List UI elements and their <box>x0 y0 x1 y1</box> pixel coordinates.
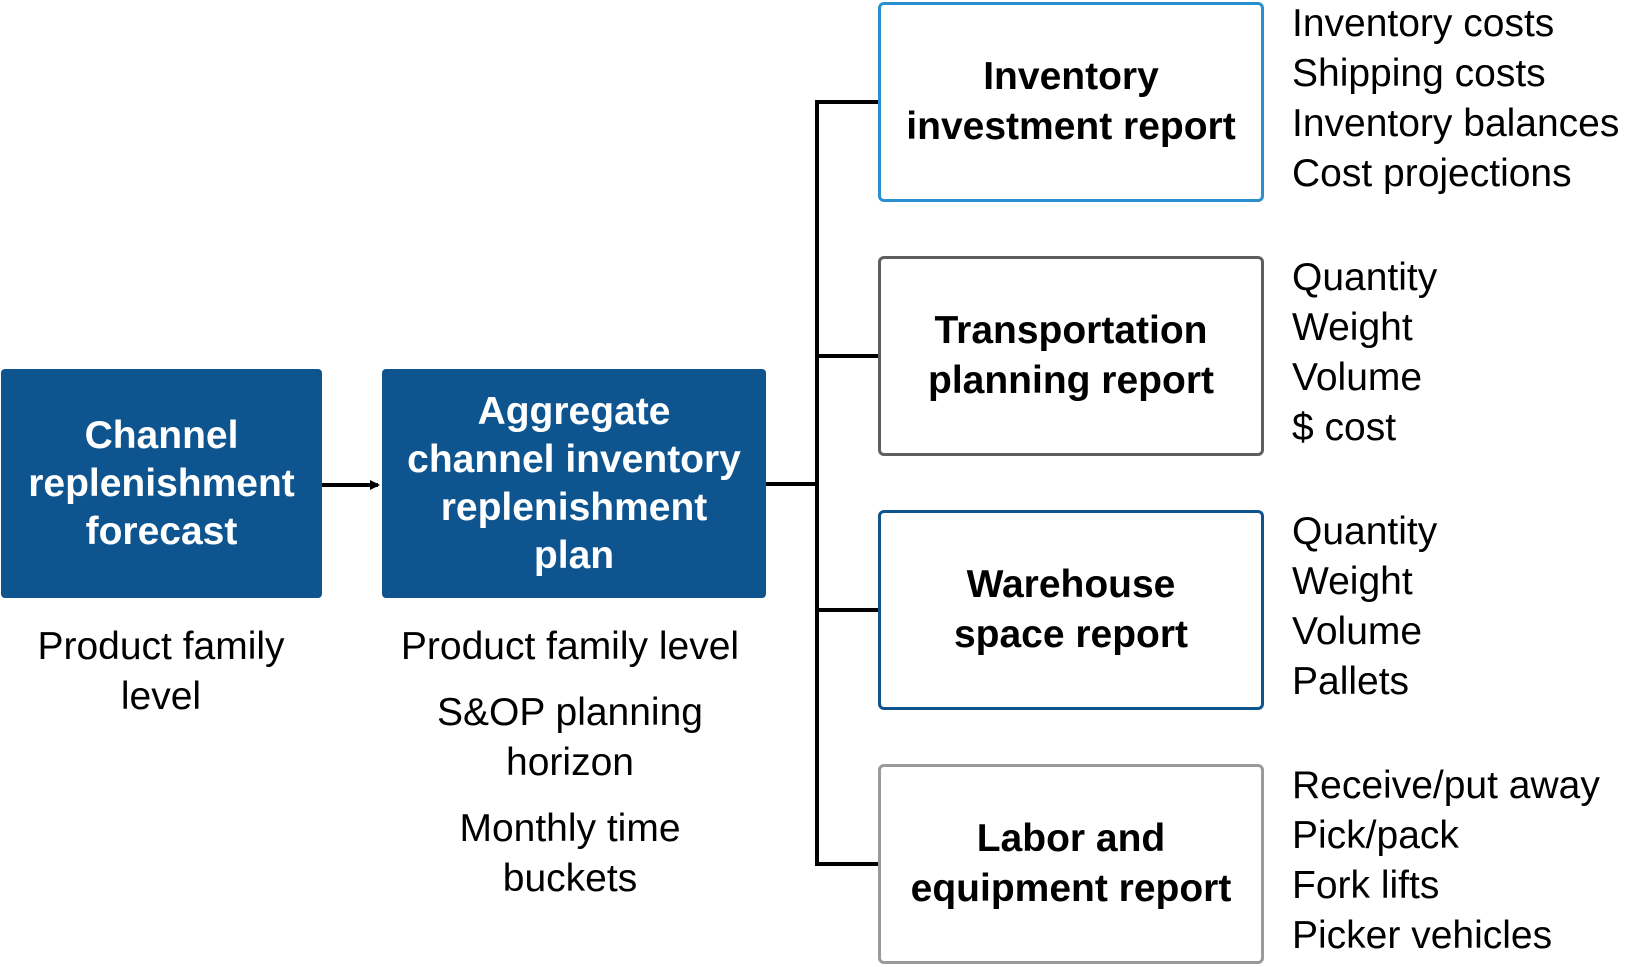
transportation-report-items: Quantity Weight Volume $ cost <box>1292 253 1437 453</box>
list-item: Weight <box>1292 306 1413 349</box>
channel-replenishment-forecast-box: Channel replenishment forecast <box>1 369 322 598</box>
labor-report-items: Receive/put away Pick/pack Fork lifts Pi… <box>1292 761 1600 961</box>
plan-note-level-text: Product family level <box>400 625 740 668</box>
labor-equipment-report-box: Labor and equipment report <box>878 764 1264 964</box>
list-item: Shipping costs <box>1292 52 1546 95</box>
list-item: $ cost <box>1292 406 1397 449</box>
forecast-note-text: Product family level <box>37 625 285 718</box>
forecast-note: Product family level <box>0 622 322 722</box>
list-item: Quantity <box>1292 256 1438 299</box>
warehouse-report-title: Warehouse space report <box>953 563 1189 656</box>
transportation-report-title: Transportation planning report <box>928 309 1214 402</box>
list-item: Quantity <box>1292 510 1438 553</box>
transportation-planning-report-box: Transportation planning report <box>878 256 1264 456</box>
list-item: Inventory costs <box>1292 2 1555 45</box>
forecast-box-title: Channel replenishment forecast <box>28 413 295 553</box>
labor-report-title: Labor and equipment report <box>910 817 1232 910</box>
plan-box-title: Aggregate channel inventory replenishmen… <box>407 389 741 577</box>
inventory-report-items: Inventory costs Shipping costs Inventory… <box>1292 0 1619 199</box>
list-item: Weight <box>1292 560 1413 603</box>
list-item: Volume <box>1292 610 1423 653</box>
list-item: Picker vehicles <box>1292 914 1553 957</box>
aggregate-plan-box: Aggregate channel inventory replenishmen… <box>382 369 766 598</box>
list-item: Fork lifts <box>1292 864 1440 907</box>
list-item: Volume <box>1292 356 1423 399</box>
list-item: Receive/put away <box>1292 764 1600 807</box>
plan-note-level: Product family level <box>370 622 770 672</box>
list-item: Pick/pack <box>1292 814 1459 857</box>
plan-note-horizon: S&OP planning horizon <box>370 688 770 788</box>
list-item: Inventory balances <box>1292 102 1620 145</box>
plan-note-horizon-text: S&OP planning horizon <box>437 691 703 784</box>
inventory-investment-report-box: Inventory investment report <box>878 2 1264 202</box>
list-item: Pallets <box>1292 660 1410 703</box>
warehouse-report-items: Quantity Weight Volume Pallets <box>1292 507 1437 707</box>
list-item: Cost projections <box>1292 152 1572 195</box>
inventory-report-title: Inventory investment report <box>906 55 1236 148</box>
plan-note-buckets: Monthly time buckets <box>370 804 770 904</box>
warehouse-space-report-box: Warehouse space report <box>878 510 1264 710</box>
plan-note-buckets-text: Monthly time buckets <box>459 807 681 900</box>
